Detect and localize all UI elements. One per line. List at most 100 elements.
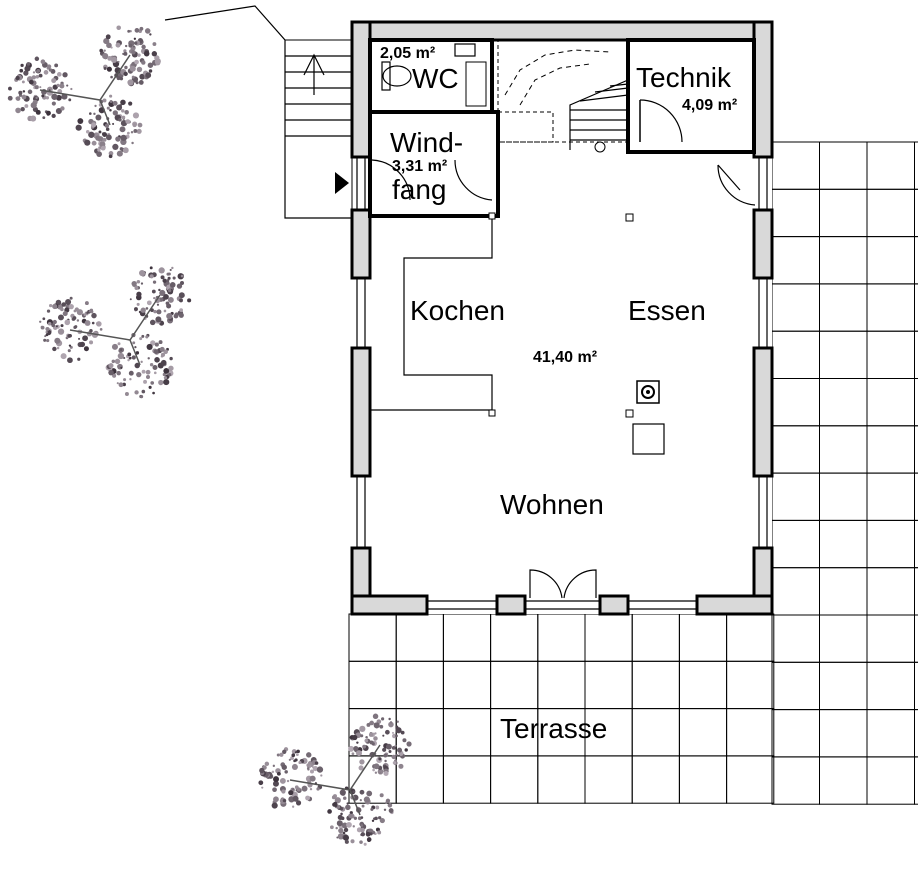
paving-tile — [819, 188, 868, 238]
paving-tile — [914, 709, 918, 758]
paving-tile — [631, 755, 680, 804]
tree-icons — [7, 25, 412, 846]
paving-tile — [819, 661, 868, 711]
paving-tile — [771, 283, 820, 332]
kitchen-counter — [370, 212, 496, 417]
paving-tile — [771, 425, 820, 474]
terrace-tiles — [771, 141, 918, 805]
paving-tile — [819, 472, 868, 521]
paving-tile — [866, 330, 915, 380]
paving-tile — [771, 661, 820, 711]
paving-tile — [631, 613, 680, 662]
paving-tile — [819, 330, 868, 380]
paving-tile — [819, 425, 868, 474]
paving-tile — [914, 661, 918, 711]
interior-walls — [368, 38, 756, 218]
paving-tile — [819, 614, 868, 663]
paving-tile — [866, 378, 915, 427]
main-area: 41,40 m² — [533, 349, 597, 366]
paving-tile — [866, 472, 915, 521]
paving-tile — [771, 709, 820, 758]
paving-tile — [866, 188, 915, 238]
paving-tile — [771, 519, 820, 569]
paving-tile — [771, 378, 820, 427]
paving-tile — [866, 519, 915, 569]
paving-tile — [914, 472, 918, 521]
paving-tile — [395, 755, 444, 804]
paving-tile — [442, 613, 492, 662]
paving-tile — [631, 660, 680, 710]
windfang-area: 3,31 m² — [392, 158, 447, 175]
paving-tile — [726, 755, 775, 804]
paving-tile — [771, 614, 820, 663]
tree-icon — [39, 266, 192, 399]
paving-tile — [819, 709, 868, 758]
paving-tile — [914, 141, 918, 190]
paving-tile — [348, 660, 397, 710]
paving-tile — [771, 472, 820, 521]
paving-tile — [819, 236, 868, 285]
windfang-label-1: Wind- — [390, 127, 463, 158]
paving-tile — [819, 378, 868, 427]
paving-tile — [584, 613, 633, 662]
paving-tile — [866, 756, 915, 805]
stove-icon — [632, 380, 665, 455]
paving-tile — [771, 141, 820, 190]
terrasse-label: Terrasse — [500, 713, 607, 744]
paving-tile — [442, 755, 492, 804]
paving-tile — [914, 519, 918, 569]
paving-tile — [678, 708, 728, 757]
paving-tile — [914, 378, 918, 427]
paving-tile — [771, 330, 820, 380]
paving-tile — [490, 613, 539, 662]
windows — [356, 157, 768, 610]
paving-tile — [395, 613, 444, 662]
paving-tile — [819, 141, 868, 190]
terrace-tiles-bottom — [348, 613, 775, 804]
wc-area: 2,05 m² — [380, 45, 435, 62]
paving-tile — [866, 709, 915, 758]
wohnen-label: Wohnen — [500, 489, 604, 520]
paving-tile — [395, 660, 444, 710]
paving-tile — [678, 613, 728, 662]
paving-tile — [678, 755, 728, 804]
paving-tile — [771, 567, 820, 616]
paving-tile — [442, 660, 492, 710]
paving-tile — [537, 755, 586, 804]
entrance-arrow-icon — [335, 172, 349, 194]
paving-tile — [914, 330, 918, 380]
paving-tile — [866, 661, 915, 711]
paving-tile — [866, 614, 915, 663]
external-stairs — [164, 5, 353, 219]
paving-tile — [537, 660, 586, 710]
staircase — [504, 49, 629, 153]
paving-tile — [771, 188, 820, 238]
paving-tile — [866, 236, 915, 285]
toilet-icon — [381, 43, 487, 107]
paving-tile — [771, 236, 820, 285]
windfang-label-2: fang — [392, 174, 447, 205]
kochen-label: Kochen — [410, 295, 505, 326]
paving-tile — [771, 756, 820, 805]
doors — [371, 99, 756, 599]
paving-tile — [819, 283, 868, 332]
paving-tile — [914, 567, 918, 616]
paving-tile — [442, 708, 492, 757]
technik-area: 4,09 m² — [682, 97, 737, 114]
house-interior — [352, 22, 772, 614]
paving-tile — [726, 660, 775, 710]
paving-tile — [584, 755, 633, 804]
paving-tile — [819, 519, 868, 569]
essen-label: Essen — [628, 295, 706, 326]
paving-tile — [914, 188, 918, 238]
paving-tile — [726, 613, 775, 662]
paving-tile — [866, 141, 915, 190]
paving-tile — [914, 756, 918, 805]
paving-tile — [866, 425, 915, 474]
paving-tile — [348, 613, 397, 662]
wc-label: WC — [412, 63, 459, 94]
paving-tile — [726, 708, 775, 757]
column-markers — [625, 213, 634, 418]
paving-tile — [866, 283, 915, 332]
